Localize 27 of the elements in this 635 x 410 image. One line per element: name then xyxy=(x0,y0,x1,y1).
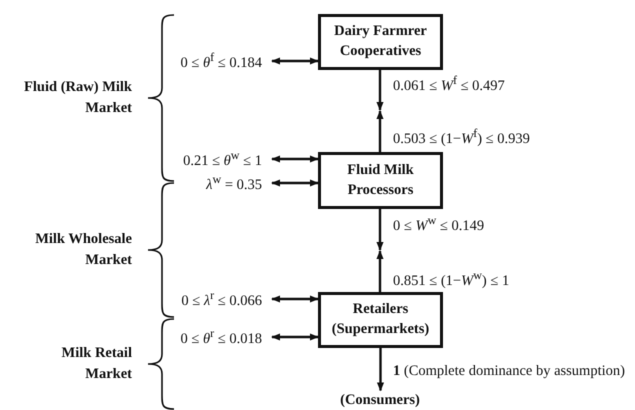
market-label: Milk Wholesale Market xyxy=(34,230,132,270)
parameter-text: 0 ≤ λ$^{r}$ ≤ 0.066 xyxy=(181,288,262,310)
process-box xyxy=(318,152,443,209)
box-label: Dairy Farmrer Cooperatives xyxy=(333,22,428,61)
box-label: Fluid Milk Processors xyxy=(346,160,415,200)
edge-label: 1 (Complete dominance by assumption) xyxy=(393,363,625,381)
parameter-text: λ$^{w}$ = 0.35 xyxy=(206,172,262,194)
arrow xyxy=(271,179,319,187)
parameter-text: 0.21 ≤ θ$^{w}$ ≤ 1 xyxy=(183,148,262,170)
parameter-text: 0 ≤ θ$^{f}$ ≤ 0.184 xyxy=(180,50,262,72)
market-label: Fluid (Raw) Milk Market xyxy=(23,78,132,118)
arrow xyxy=(376,70,384,111)
arrow xyxy=(376,209,384,251)
market-label: Milk Retail Market xyxy=(60,344,132,384)
process-box xyxy=(318,14,443,70)
arrow xyxy=(271,333,319,341)
arrow xyxy=(376,250,384,292)
arrow xyxy=(271,295,319,303)
process-box xyxy=(318,292,443,348)
parameter-text: 0 ≤ θ$^{r}$ ≤ 0.018 xyxy=(180,326,262,348)
edge-label: 0.503 ≤ (1−W$^{f}$) ≤ 0.939 xyxy=(393,126,530,148)
arrow xyxy=(376,348,384,392)
arrow xyxy=(376,110,384,152)
arrow xyxy=(271,57,319,65)
arrow xyxy=(271,155,319,163)
end-node-text: (Consumers) xyxy=(340,392,420,408)
box-label: Retailers (Supermarkets) xyxy=(330,300,430,339)
